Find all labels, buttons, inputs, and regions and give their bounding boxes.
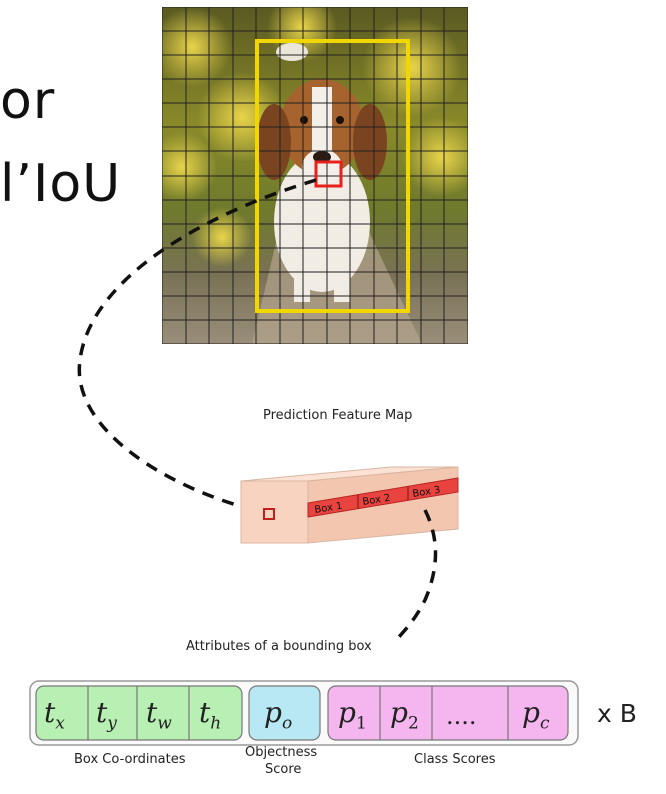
cell-ty: ty bbox=[96, 696, 117, 734]
dashed-connector-bottom bbox=[396, 509, 438, 640]
stripe-box-2: Box 2 bbox=[362, 493, 392, 508]
cell-pc: pc bbox=[522, 696, 550, 734]
cell-tw: tw bbox=[146, 696, 172, 734]
feature-map-block: Box 1 Box 2 Box 3 bbox=[240, 466, 459, 544]
stripe-box-1: Box 1 bbox=[314, 501, 344, 516]
ground-truth-box bbox=[255, 39, 410, 313]
flower-bushes bbox=[162, 7, 468, 267]
dashed-connector-top bbox=[77, 178, 317, 514]
multiplier-label: x B bbox=[597, 699, 637, 728]
objectness-label-line2: Score bbox=[265, 762, 302, 777]
stripe-box-3: Box 3 bbox=[412, 485, 442, 500]
cell-ellipsis: .... bbox=[446, 702, 477, 730]
left-text-line-2: l’IoU bbox=[0, 154, 122, 215]
cell-po: po bbox=[264, 696, 293, 734]
feature-map-cell bbox=[263, 508, 275, 520]
dog-photo-grid bbox=[162, 7, 468, 344]
objectness-group bbox=[248, 685, 321, 741]
left-text: or l’IoU bbox=[0, 60, 121, 226]
objectness-label-line1: Objectness bbox=[245, 745, 318, 760]
box-coordinates-label: Box Co-ordinates bbox=[74, 752, 186, 767]
cell-tx: tx bbox=[44, 696, 65, 734]
attributes-title: Attributes of a bounding box bbox=[186, 639, 372, 654]
cell-p2: p2 bbox=[390, 696, 419, 734]
grid-lines bbox=[162, 7, 468, 344]
cell-th: th bbox=[199, 696, 222, 734]
class-scores-label: Class Scores bbox=[414, 752, 496, 767]
center-cell-highlight bbox=[314, 160, 343, 188]
left-text-line-1: or bbox=[0, 71, 56, 131]
feature-map-title: Prediction Feature Map bbox=[263, 408, 413, 423]
photo-illustration bbox=[162, 7, 468, 344]
cell-p1: p1 bbox=[338, 696, 367, 734]
